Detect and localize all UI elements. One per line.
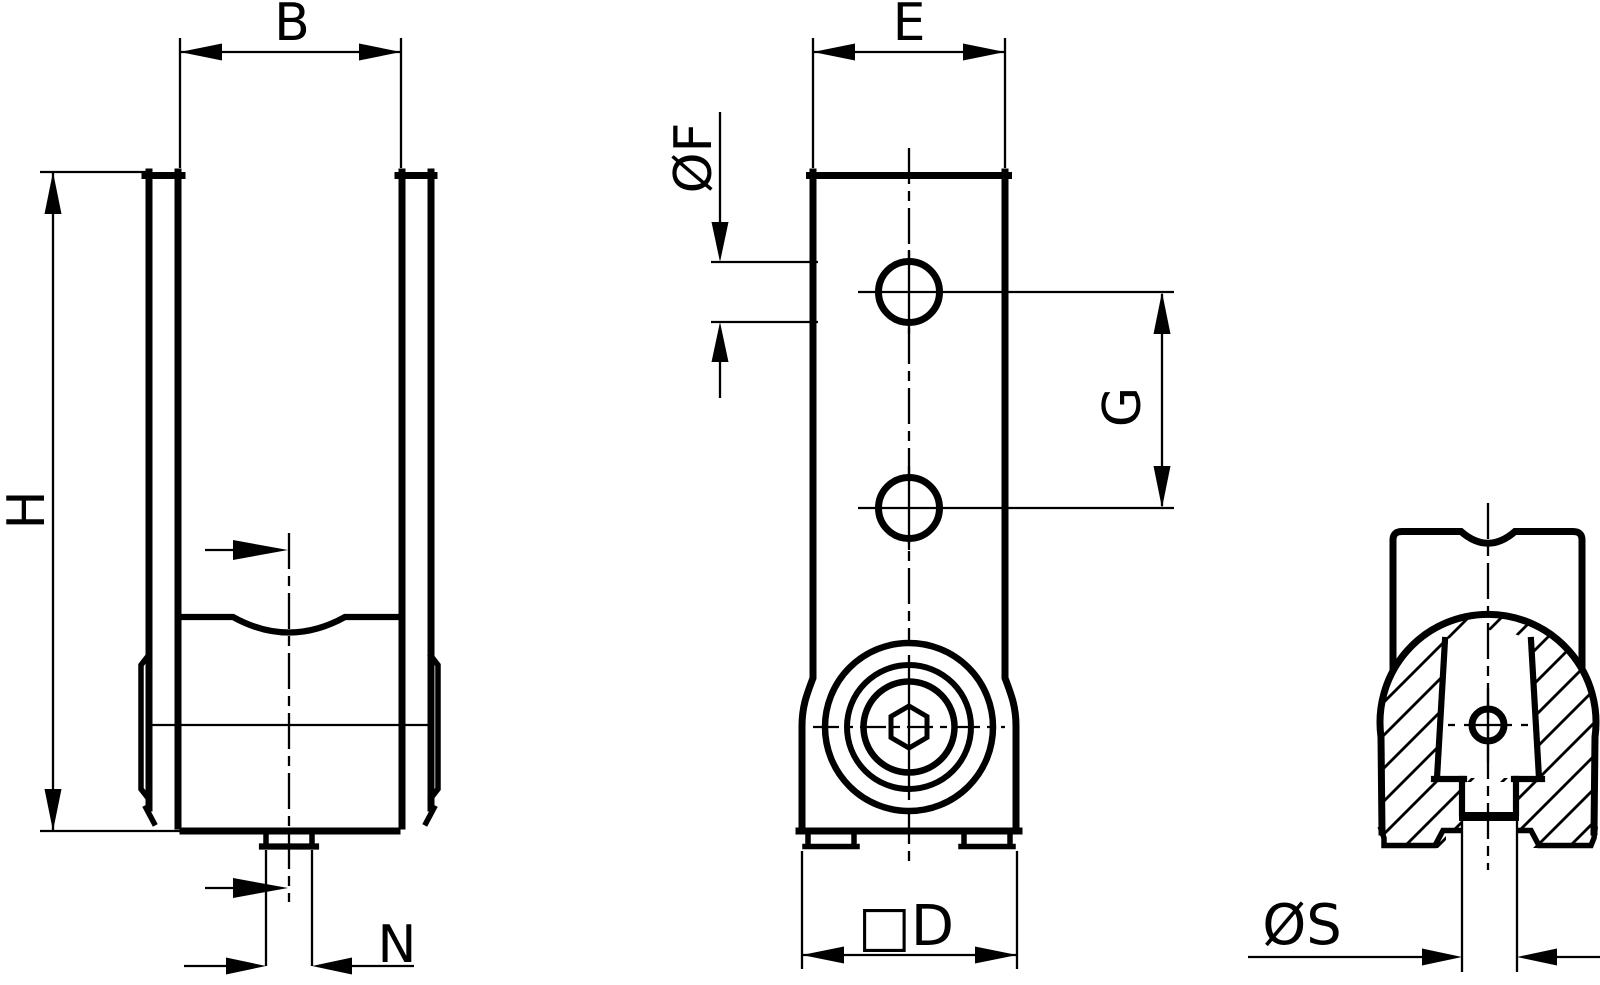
dimension-label-s: ØS (1262, 893, 1342, 958)
slot-left-edge (1433, 636, 1449, 782)
arrowhead-right-icon (1422, 948, 1462, 966)
right-foot-profile (1517, 825, 1599, 849)
dimension-label-f: ØF (664, 123, 724, 194)
leader-arrow-lower (205, 878, 288, 898)
leader-arrowhead-icon (233, 878, 288, 898)
left-foot-profile (1377, 825, 1462, 849)
arrowhead-left-icon (312, 957, 352, 975)
section-view: ØS (1248, 503, 1600, 972)
dimension-s: ØS (1248, 893, 1600, 966)
leader-arrowhead-icon (233, 540, 288, 560)
arrowhead-left-icon (1517, 948, 1557, 966)
arrowhead-up-icon (44, 172, 62, 214)
left-edge (798, 168, 817, 834)
dimension-label-h: H (0, 490, 57, 529)
arrowhead-right-icon (975, 946, 1017, 964)
side-view: E (664, 0, 1174, 969)
arrowhead-down-icon (711, 222, 729, 262)
right-edge (1001, 168, 1020, 834)
arrowhead-left-icon (813, 43, 855, 61)
arrowhead-right-icon (226, 957, 266, 975)
dimension-label-g: G (1093, 387, 1153, 427)
left-boss-bulge (138, 652, 152, 802)
arrowhead-down-icon (44, 789, 62, 831)
base-recess-fill (1446, 833, 1529, 856)
upper-plate-outline (1389, 528, 1586, 694)
arrowhead-left-icon (802, 946, 844, 964)
fork-part-outline (138, 168, 441, 850)
arrowhead-up-icon (1153, 292, 1171, 334)
arrowhead-left-icon (180, 43, 222, 61)
dimension-d: □D (800, 851, 1019, 969)
dimension-g: G (1093, 292, 1171, 508)
arrowhead-right-icon (359, 43, 401, 61)
right-boss-bulge (427, 652, 441, 802)
leader-arrow-upper (205, 540, 288, 560)
clamp-screw-boss (813, 639, 1005, 815)
arrowhead-right-icon (963, 43, 1005, 61)
dimension-n: N (184, 850, 416, 975)
dimension-e: E (811, 0, 1007, 168)
dimension-label-d: □D (858, 894, 954, 959)
right-bottom-chamfer (422, 804, 438, 827)
dimension-h: H (0, 170, 184, 833)
dimension-label-n: N (378, 915, 417, 975)
dimension-b: B (178, 0, 403, 168)
dimension-f: ØF (664, 112, 818, 398)
mounting-holes (858, 250, 1174, 550)
slot-right-edge (1527, 636, 1543, 782)
front-view: B (0, 0, 441, 975)
dimension-label-e: E (893, 0, 926, 53)
dimension-label-b: B (274, 0, 310, 53)
arrowhead-up-icon (711, 322, 729, 362)
arrowhead-down-icon (1153, 466, 1171, 508)
saddle-top-edge (178, 613, 402, 636)
left-bottom-chamfer (142, 804, 158, 827)
